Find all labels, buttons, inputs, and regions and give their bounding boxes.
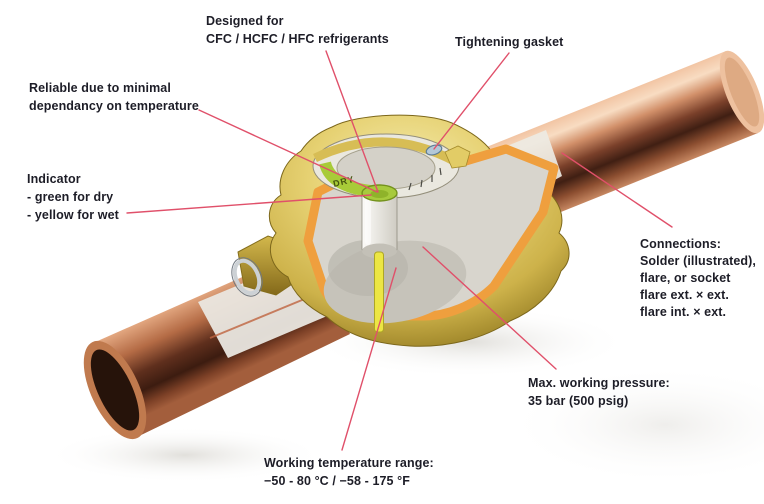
- left-pipe-opening: [90, 349, 140, 431]
- label-line: Reliable due to minimal: [29, 81, 171, 95]
- label-working-temperature: Working temperature range: −50 - 80 °C /…: [264, 454, 434, 490]
- indicator-dial: DRY: [312, 133, 471, 199]
- label-line: dependancy on temperature: [29, 99, 199, 113]
- leader-reliability: [198, 109, 378, 193]
- label-line: CFC / HCFC / HFC refrigerants: [206, 32, 389, 46]
- label-line: Max. working pressure:: [528, 376, 670, 390]
- dial-scale-ticks: [408, 167, 442, 191]
- leader-designed-for: [325, 50, 379, 193]
- label-max-pressure: Max. working pressure: 35 bar (500 psig): [528, 374, 670, 410]
- label-line: flare, or socket: [640, 271, 731, 285]
- label-designed-for: Designed for CFC / HCFC / HFC refrigeran…: [206, 12, 389, 48]
- leader-connections: [561, 152, 673, 228]
- label-tightening-gasket: Tightening gasket: [455, 33, 563, 51]
- label-line: - yellow for wet: [27, 208, 119, 222]
- indicator-stem: [374, 251, 384, 333]
- label-line: −50 - 80 °C / −58 - 175 °F: [264, 474, 411, 488]
- dial-brass-rim: [313, 137, 459, 166]
- label-line: Designed for: [206, 14, 284, 28]
- leader-tightening-gasket: [433, 52, 510, 150]
- label-line: 35 bar (500 psig): [528, 394, 629, 408]
- indicator-cylinder: [361, 184, 398, 259]
- label-line: Working temperature range:: [264, 456, 434, 470]
- clamp-ring: [232, 258, 262, 296]
- label-connections: Connections: Solder (illustrated), flare…: [640, 236, 756, 321]
- leader-max-pressure: [422, 246, 557, 370]
- label-reliability: Reliable due to minimal dependancy on te…: [29, 79, 199, 115]
- dial-castellation: [444, 145, 471, 169]
- leader-indicator: [126, 194, 372, 214]
- label-line: Connections:: [640, 237, 722, 251]
- leader-lines: [126, 50, 673, 451]
- label-line: flare int. × ext.: [640, 305, 727, 319]
- leader-working-temperature: [341, 267, 397, 451]
- label-indicator: Indicator - green for dry - yellow for w…: [27, 170, 119, 224]
- shadow-bottom-right: [505, 365, 764, 485]
- label-line: Tightening gasket: [455, 35, 564, 49]
- label-line: Solder (illustrated),: [640, 254, 757, 268]
- label-line: - green for dry: [27, 190, 114, 204]
- label-line: Indicator: [27, 172, 81, 186]
- label-line: flare ext. × ext.: [640, 288, 729, 302]
- shadow-under-left-pipe: [45, 427, 325, 483]
- tightening-gasket-ring: [425, 144, 443, 156]
